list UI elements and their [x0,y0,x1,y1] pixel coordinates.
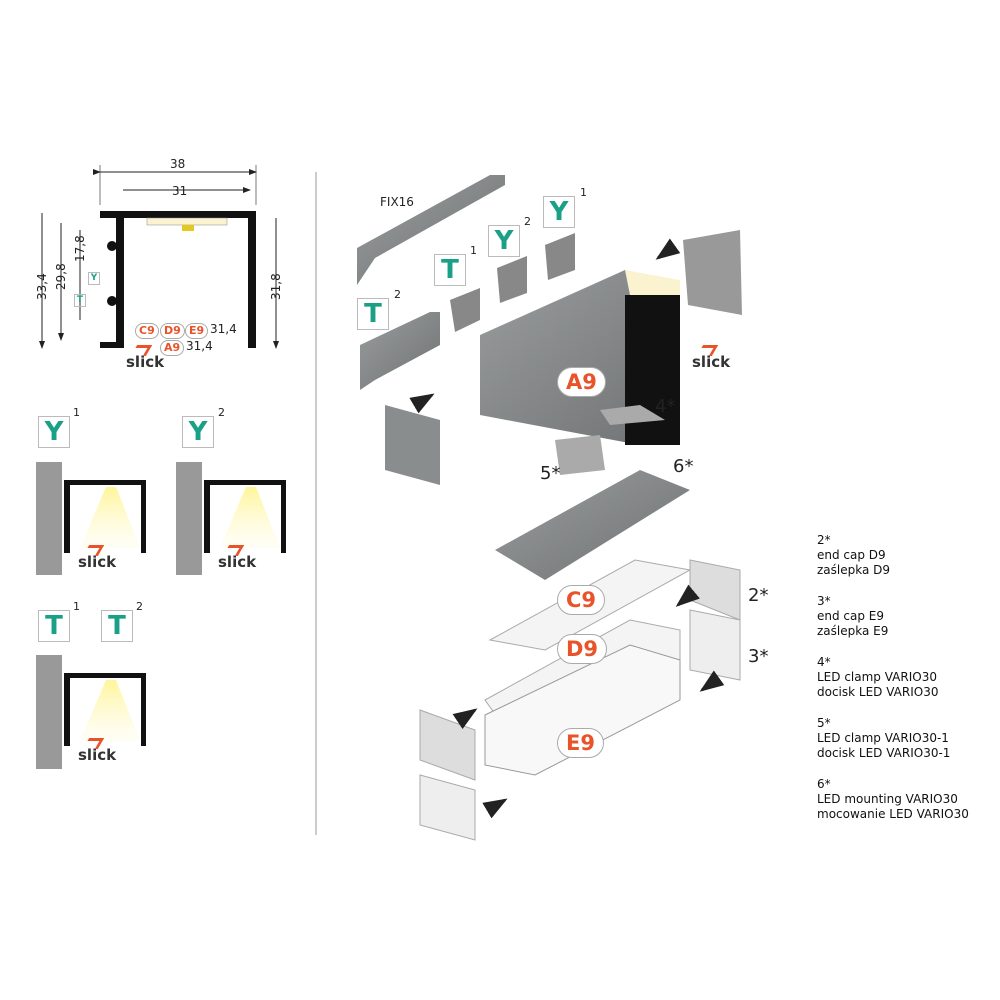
diffuser-c9-tag: C9 [557,585,606,615]
dim-height-right: 31,8 [269,273,283,300]
exploded-view [357,175,742,841]
dim-width-outer: 38 [170,157,185,171]
end-cap [683,230,742,315]
part-tag-2: 2* [748,585,769,606]
badge-t1: T [434,254,466,286]
diffuser-c9-label: C9 [135,323,159,339]
brand-logo: slick [692,353,731,371]
diffuser-e9-tag: E9 [557,728,604,758]
dim-width-inner: 31 [172,184,187,198]
part-tag-4: 4* [655,396,676,417]
dim-diffuser-a: 31,4 [186,339,213,353]
mount-sup: 1 [73,600,80,613]
badge-y2: Y [488,225,520,257]
legend-pl: docisk LED VARIO30 [817,685,939,699]
led-mounting-6 [495,470,690,580]
legend-num: 5* [817,716,831,730]
legend-pl: zaślepka D9 [817,563,891,577]
brand-logo: slick [218,553,257,571]
brand-logo: slick [126,353,165,371]
dim-diffuser-cde: 31,4 [210,322,237,336]
fix16-mount [357,175,505,285]
mount-badge-y2: Y [182,416,214,448]
legend-num: 2* [817,533,831,547]
part-tag-6: 6* [673,456,694,477]
legend-en: LED clamp VARIO30-1 [817,731,949,745]
legend-pl: mocowanie LED VARIO30 [817,807,969,821]
mark-t: T [74,294,86,307]
legend-en: LED mounting VARIO30 [817,792,958,806]
badge-sup: 1 [580,186,587,199]
legend-en: end cap E9 [817,609,885,623]
badge-t2: T [357,298,389,330]
mount-illustrations [36,462,286,769]
mount-sup: 1 [73,406,80,419]
dim-height-inner: 29,8 [54,263,68,290]
mount-badge-t2: T [101,610,133,642]
legend-en: LED clamp VARIO30 [817,670,937,684]
badge-sup: 1 [470,244,477,257]
diffuser-e9-label: E9 [185,323,209,339]
badge-sup: 2 [394,288,401,301]
diffuser-d9-label: D9 [160,323,185,339]
dim-height-mount: 17,8 [73,235,87,262]
mount-badge-y1: Y [38,416,70,448]
diffuser-d9-tag: D9 [557,634,608,664]
mount-badge-t1: T [38,610,70,642]
diffuser-e9 [484,644,681,776]
badge-y1: Y [543,196,575,228]
badge-sup: 2 [524,215,531,228]
part-tag-5: 5* [540,463,561,484]
legend-pl: zaślepka E9 [817,624,889,638]
legend-num: 4* [817,655,831,669]
legend-num: 6* [817,777,831,791]
diffuser-a9-label: A9 [160,340,185,356]
mark-y: Y [88,272,100,285]
dim-height-left: 33,4 [35,273,49,300]
power-end-cap [385,405,440,485]
mount-sup: 2 [218,406,225,419]
part-tag-3: 3* [748,646,769,667]
legend-pl: docisk LED VARIO30-1 [817,746,951,760]
mount-sup: 2 [136,600,143,613]
legend-num: 3* [817,594,831,608]
diffuser-a9-tag: A9 [557,367,606,397]
brand-logo: slick [78,746,117,764]
led-clamp-4 [600,405,665,425]
brand-logo: slick [78,553,117,571]
led-clamp-5 [555,435,605,475]
profile-cross-section: 38 31 33,4 29,8 17,8 31,8 [35,157,283,349]
end-cap-e9 [689,609,741,681]
fix16-label: FIX16 [380,195,414,209]
legend-en: end cap D9 [817,548,886,562]
